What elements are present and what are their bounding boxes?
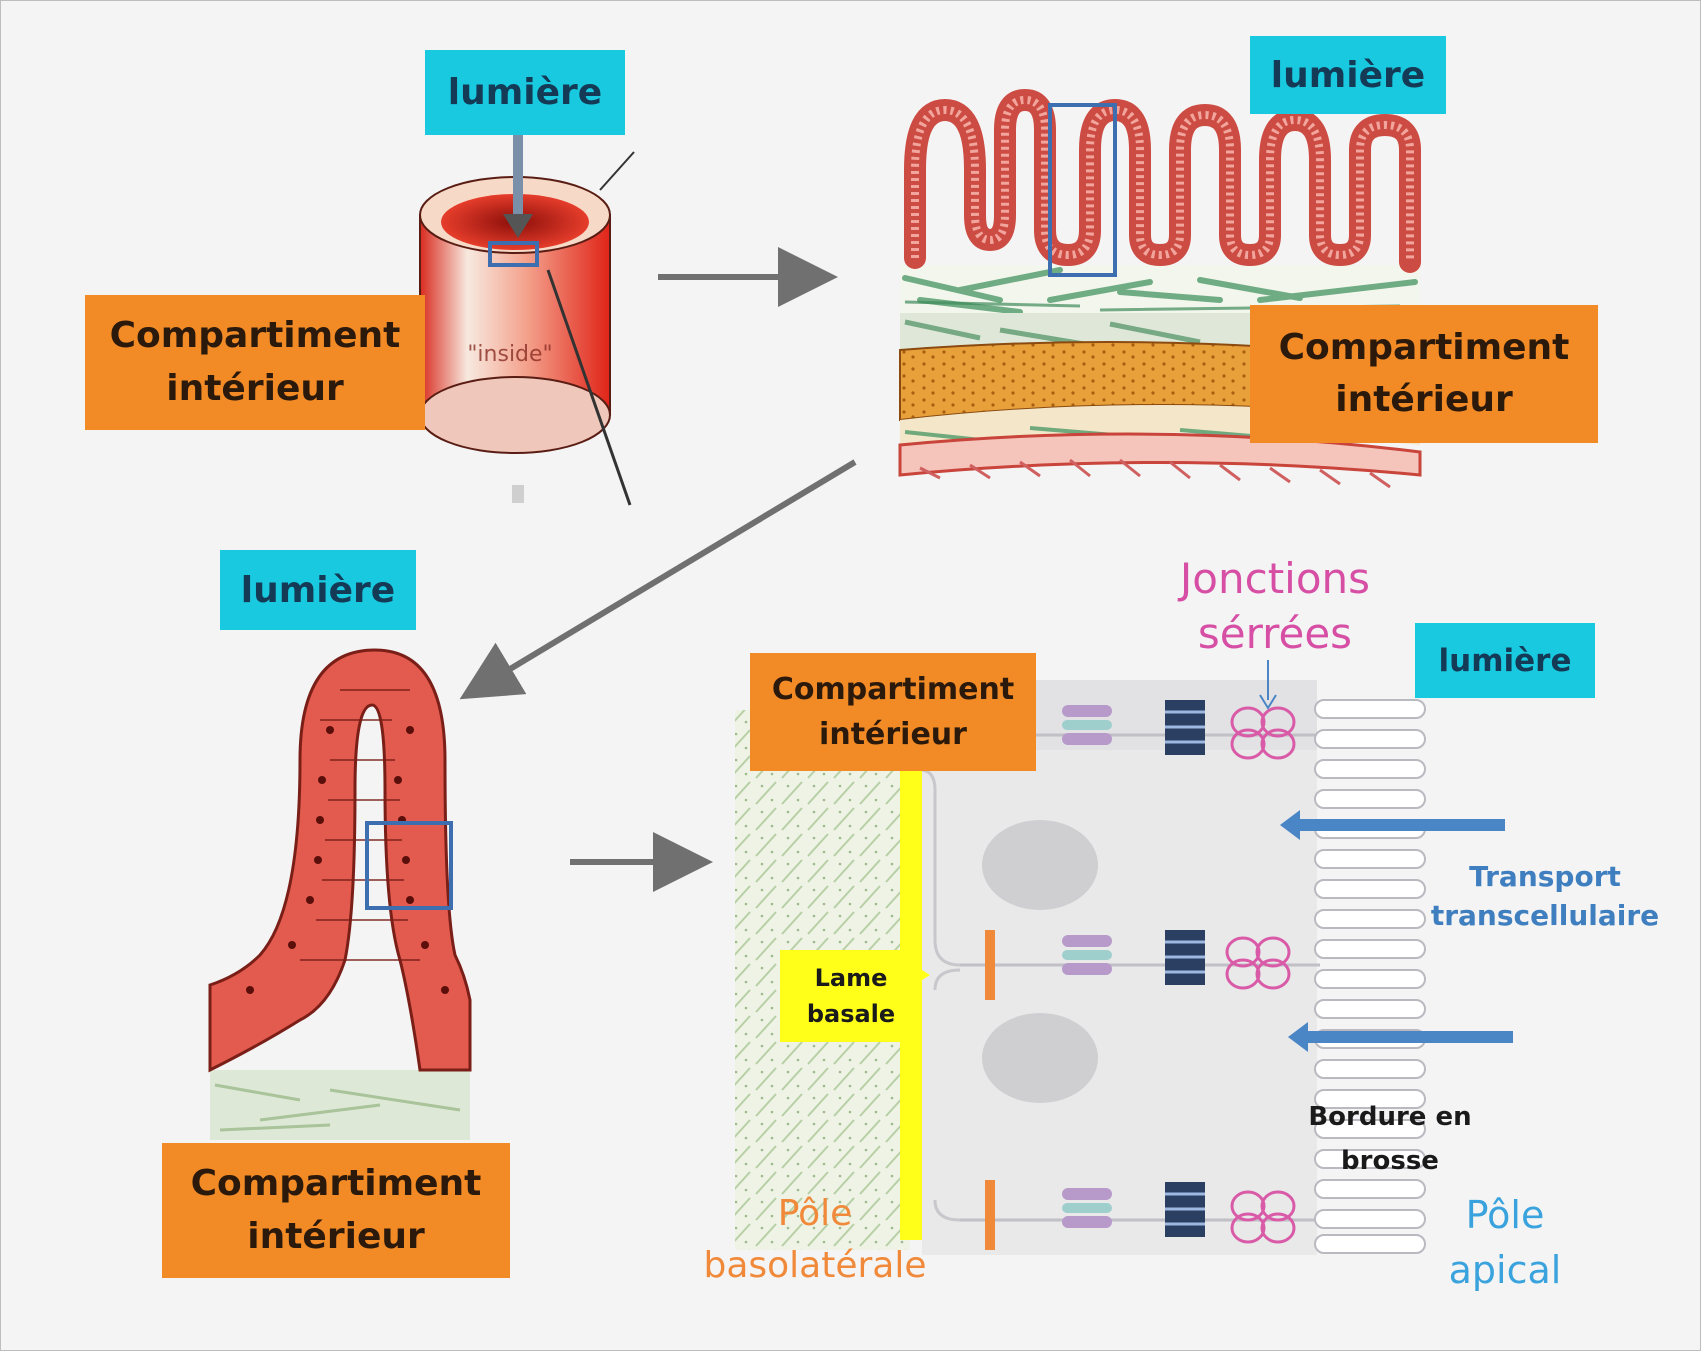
- lame-basale-label: Lame basale: [780, 950, 922, 1042]
- intestine-tube-illustration: [419, 132, 635, 506]
- inside-label: "inside": [467, 342, 553, 367]
- villus-illustration: [208, 648, 472, 1140]
- lumiere-label-tube: lumière: [425, 50, 625, 135]
- enterocyte-junctions-diagram: [735, 660, 1513, 1255]
- compartiment-label-villus: Compartiment intérieur: [162, 1143, 510, 1278]
- compartiment-label-wall: Compartiment intérieur: [1250, 305, 1598, 443]
- compartiment-label-cells: Compartiment intérieur: [750, 653, 1036, 771]
- bordure-en-brosse-label: Bordure en brosse: [1308, 1102, 1472, 1177]
- jonctions-serrees-label: Jonctions sérrées: [1179, 554, 1371, 658]
- lumiere-label-wall: lumière: [1250, 36, 1446, 114]
- lumiere-label-cells: lumière: [1415, 623, 1595, 698]
- transport-transcellulaire-label: Transport transcellulaire: [1430, 860, 1660, 933]
- pole-basolaterale-label: Pôle basolatérale: [703, 1193, 927, 1287]
- compartiment-label-tube: Compartiment intérieur: [85, 295, 425, 430]
- flow-arrows: [459, 247, 857, 892]
- pole-apical-label: Pôle apical: [1448, 1193, 1562, 1293]
- lumiere-label-villus: lumière: [220, 550, 416, 630]
